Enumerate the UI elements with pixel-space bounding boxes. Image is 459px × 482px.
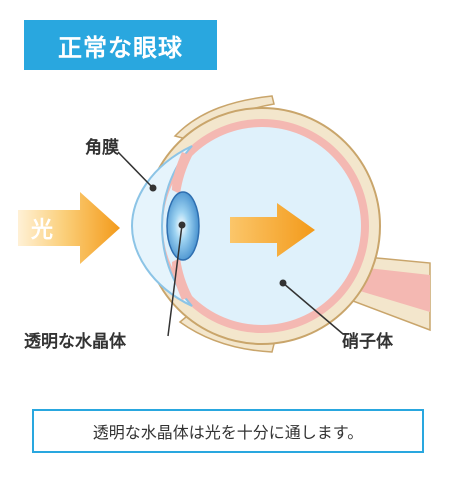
light-label: 光 bbox=[31, 218, 54, 243]
cornea bbox=[130, 145, 193, 307]
cornea-leader bbox=[117, 151, 154, 189]
light-arrow bbox=[18, 192, 120, 264]
iris-top bbox=[172, 152, 192, 194]
lens-label: 透明な水晶体 bbox=[24, 332, 126, 352]
cornea-label: 角膜 bbox=[85, 138, 119, 158]
caption-box: 透明な水晶体は光を十分に通します。 bbox=[32, 409, 424, 453]
inner-arrow bbox=[230, 203, 315, 257]
lens-leader bbox=[167, 224, 183, 337]
eye-diagram bbox=[18, 95, 431, 353]
optic-nerve-inner bbox=[350, 266, 430, 312]
cornea-dot bbox=[149, 184, 157, 192]
vitreous-label: 硝子体 bbox=[342, 332, 393, 352]
title-banner: 正常な眼球 bbox=[24, 20, 217, 70]
lens-dot bbox=[178, 221, 186, 229]
page-title: 正常な眼球 bbox=[58, 33, 183, 62]
caption-text: 透明な水晶体は光を十分に通します。 bbox=[92, 423, 364, 442]
vitreous-dot bbox=[279, 279, 287, 287]
vitreous-leader bbox=[282, 282, 344, 335]
